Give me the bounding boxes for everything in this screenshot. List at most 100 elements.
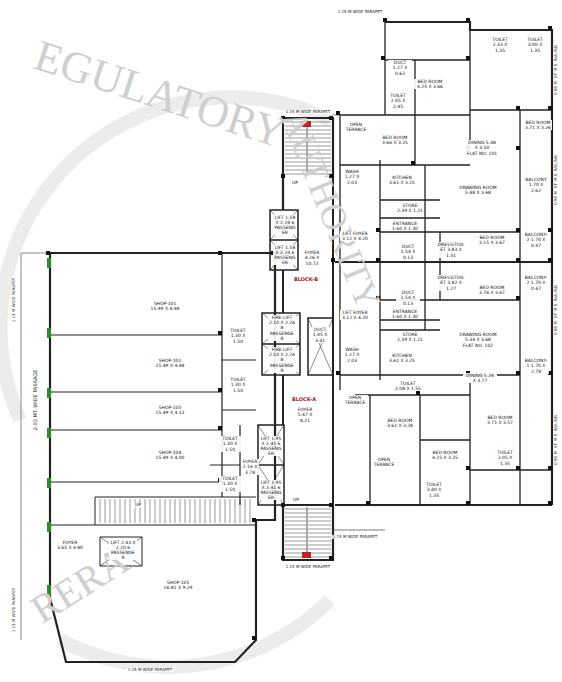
parapet-label: 1.15 M WIDE PARAPET bbox=[332, 535, 379, 539]
room-box: WASH 1.27 X 2.03 bbox=[341, 347, 363, 363]
room-box: TOILET 3.40 X 1.35 bbox=[421, 482, 447, 498]
room-label: BALCONY 1.70 X 2.62 bbox=[523, 177, 549, 193]
room-box: STORE 2.39 X 1.21 bbox=[396, 203, 424, 213]
room-box: BED ROOM 3.66 X 3.25 bbox=[380, 135, 410, 145]
room-box: DRESS/TOILET 3.83 X 1.31 bbox=[436, 242, 464, 258]
room-label: BED ROOM 3.71 X 3.57 bbox=[485, 415, 515, 425]
room-box: OPEN TERRACE bbox=[342, 395, 368, 405]
room-box: TOILET 1.30 X 1.50 bbox=[227, 377, 249, 393]
room-box: TOILET 3.00 X 1.35 bbox=[522, 37, 548, 53]
room-label: TOILET 1.30 X 1.50 bbox=[227, 328, 249, 344]
room-label: DINING 5.48 X 3.50 bbox=[465, 140, 499, 150]
room-box: SHOP-103 15.49 X 4.13 bbox=[153, 405, 187, 415]
room-label: TOILET 2.05 X 1.35 bbox=[492, 450, 518, 466]
room-label: WASH 1.27 X 2.03 bbox=[341, 347, 363, 363]
room-box: DUCT 1.54 X 0.13 bbox=[396, 244, 420, 260]
seal-watermark bbox=[1, 97, 330, 666]
room-box: SHOP-102 15.49 X 4.48 bbox=[153, 358, 187, 368]
railing-label: 0.90 M. HT. M.S. RAILING bbox=[554, 284, 558, 336]
room-label: BED ROOM 4.25 X 3.25 bbox=[430, 450, 460, 460]
room-box: BED ROOM 3.61 X 3.28 bbox=[385, 418, 415, 428]
room-label: FOYER 5.47 X 8.21 bbox=[292, 407, 318, 423]
room-box: LIFT 1.95 X 2.41 6 PASSENGER bbox=[259, 480, 281, 501]
parapet-label: 1.15 M WIDE PARAPET bbox=[337, 10, 384, 14]
room-label: DUCT 1.54 X 0.13 bbox=[396, 244, 420, 260]
room-label: OPEN TERRACE bbox=[343, 122, 369, 132]
room-label: SHOP-102 15.49 X 4.48 bbox=[153, 358, 187, 368]
room-box: DRAWING ROOM 5.48 X 3.68 bbox=[458, 185, 498, 195]
room-label: FLAT NO. 101 bbox=[466, 151, 498, 156]
passage-label: 2.00 MT. WIDE PASSAGE bbox=[33, 369, 39, 432]
room-label: SHOP-104 15.49 X 4.00 bbox=[153, 450, 187, 460]
room-label: TOILET 3.40 X 1.35 bbox=[421, 482, 447, 498]
room-label: LIFT 1.58 X 2.24 6 PASSENGER bbox=[273, 245, 297, 266]
room-box: BED ROOM 3.71 X 3.57 bbox=[485, 415, 515, 425]
room-box: FOYER 5.47 X 8.21 bbox=[292, 407, 318, 423]
room-label: BED ROOM 3.61 X 3.28 bbox=[385, 418, 415, 428]
room-box: KITCHEN 3.61 X 3.25 bbox=[387, 175, 417, 185]
room-label: LIFT 1.95 X 2.41 6 PASSENGER bbox=[259, 436, 283, 457]
room-box: BALCONY 1.70 X 2.62 bbox=[523, 177, 549, 193]
room-box: BED ROOM 3.71 X 3.26 bbox=[524, 120, 552, 130]
room-label: SHOP-105 16.81 X 9.29 bbox=[161, 580, 195, 590]
room-box: BED ROOM 4.25 X 3.66 bbox=[413, 79, 447, 89]
room-box: DUCT 1.27 X 0.62 bbox=[388, 60, 412, 76]
room-label: TOILET 2.08 X 1.55 bbox=[394, 381, 422, 391]
room-box: KITCHEN 3.61 X 3.25 bbox=[387, 353, 417, 363]
block-name: BLOCK-B bbox=[293, 277, 319, 283]
room-label: BED ROOM 3.76 X 3.67 bbox=[477, 285, 507, 295]
room-box: DUCT 1.54 X 0.13 bbox=[396, 290, 420, 306]
room-box: LIFT FOYER 3.12 X 4.20 bbox=[340, 310, 370, 320]
room-label: ENTRANCE 1.60 X 1.30 bbox=[390, 221, 420, 231]
room-label: TOILET 2.05 X 2.45 bbox=[386, 93, 410, 109]
room-box: SHOP-101 15.49 X 4.48 bbox=[148, 301, 182, 311]
block-name: BLOCK-A bbox=[291, 397, 317, 403]
room-label: KITCHEN 3.61 X 3.25 bbox=[387, 353, 417, 363]
room-label: FOYER 2.16 X 3.78 bbox=[241, 459, 259, 475]
room-box: DINING 5.48 X 3.50FLAT NO. 101 bbox=[465, 140, 499, 156]
stair-direction: UP bbox=[292, 498, 300, 503]
columns bbox=[46, 18, 552, 640]
room-label: STORE 2.39 X 1.21 bbox=[396, 203, 424, 213]
room-box: OPEN TERRACE bbox=[343, 122, 369, 132]
room-label: FOYER 4.26 X 10.72 bbox=[299, 250, 325, 266]
room-box: ENTRANCE 1.60 X 1.30 bbox=[390, 221, 420, 231]
room-label: BED ROOM 3.66 X 3.25 bbox=[380, 135, 410, 145]
room-box: TOILET 1.30 X 1.50 bbox=[227, 328, 249, 344]
railing-label: 0.90 M. HT. M.S. RAILING bbox=[554, 44, 558, 96]
room-label: DRESS/TOILET 3.83 X 1.31 bbox=[436, 242, 466, 258]
room-label: BALCONY-2 1.70 X 0.47 bbox=[523, 275, 549, 291]
railing-label: 0.90 M. HT. M.S. RAILING bbox=[554, 414, 558, 466]
room-label: FIRE LIFT 2.10 X 2.24 8 PASSENGER bbox=[268, 347, 296, 373]
room-label: DUCT 1.45 X 3.41 bbox=[310, 327, 330, 343]
room-label: SHOP-103 15.49 X 4.13 bbox=[153, 405, 187, 415]
room-label: TOILET 1.30 X 1.50 bbox=[227, 377, 249, 393]
room-box: BED ROOM 3.15 X 3.67 bbox=[477, 235, 507, 245]
room-label: STORE 2.39 X 1.21 bbox=[396, 332, 424, 342]
room-box: LIFT 1.58 X 2.24 6 PASSENGER bbox=[273, 245, 295, 266]
room-label: LIFT 2.43 X 2.20 6 PASSENGER bbox=[109, 540, 137, 561]
room-label: TOILET 1.30 X 1.50 bbox=[219, 436, 241, 452]
room-box: TOILET 1.30 X 1.50 bbox=[219, 436, 241, 452]
room-box: FOYER 3.65 X 4.80 bbox=[56, 540, 84, 550]
room-label: BED ROOM 3.71 X 3.26 bbox=[524, 120, 552, 130]
room-box: DRAWING ROOM 5.34 X 3.68FLAT NO. 102 bbox=[458, 332, 498, 348]
stair-treads bbox=[100, 122, 331, 557]
room-box: BED ROOM 3.76 X 3.67 bbox=[477, 285, 507, 295]
room-label: DUCT 1.27 X 0.62 bbox=[388, 60, 412, 76]
room-label: DRAWING ROOM 5.34 X 3.68 bbox=[458, 332, 498, 342]
room-box: ENTRANCE 1.60 X 1.30 bbox=[390, 309, 420, 319]
room-label: LIFT 1.95 X 2.41 6 PASSENGER bbox=[259, 480, 283, 501]
room-label: DRESS/TOILET 3.82 X 1.27 bbox=[436, 275, 466, 291]
room-label: TOILET 2.33 X 1.35 bbox=[487, 37, 513, 53]
room-label: SHOP-101 15.49 X 4.48 bbox=[148, 301, 182, 311]
room-box: SHOP-105 16.81 X 9.29 bbox=[161, 580, 195, 590]
room-box: BED ROOM 4.25 X 3.25 bbox=[430, 450, 460, 460]
parapet-label: 1.15 M WIDE PARAPET bbox=[285, 565, 332, 569]
room-label: DINING 5.24 X 3.77 bbox=[463, 373, 497, 383]
room-box: BALCONY-2 1.70 X 0.47 bbox=[523, 232, 549, 248]
room-label: LIFT 1.58 X 2.24 6 PASSENGER bbox=[273, 215, 297, 236]
room-box: DUCT 1.45 X 3.41 bbox=[310, 327, 330, 343]
room-box: LIFT FOYER 3.12 X 4.20 bbox=[340, 231, 370, 241]
room-label: FLAT NO. 102 bbox=[462, 343, 494, 348]
